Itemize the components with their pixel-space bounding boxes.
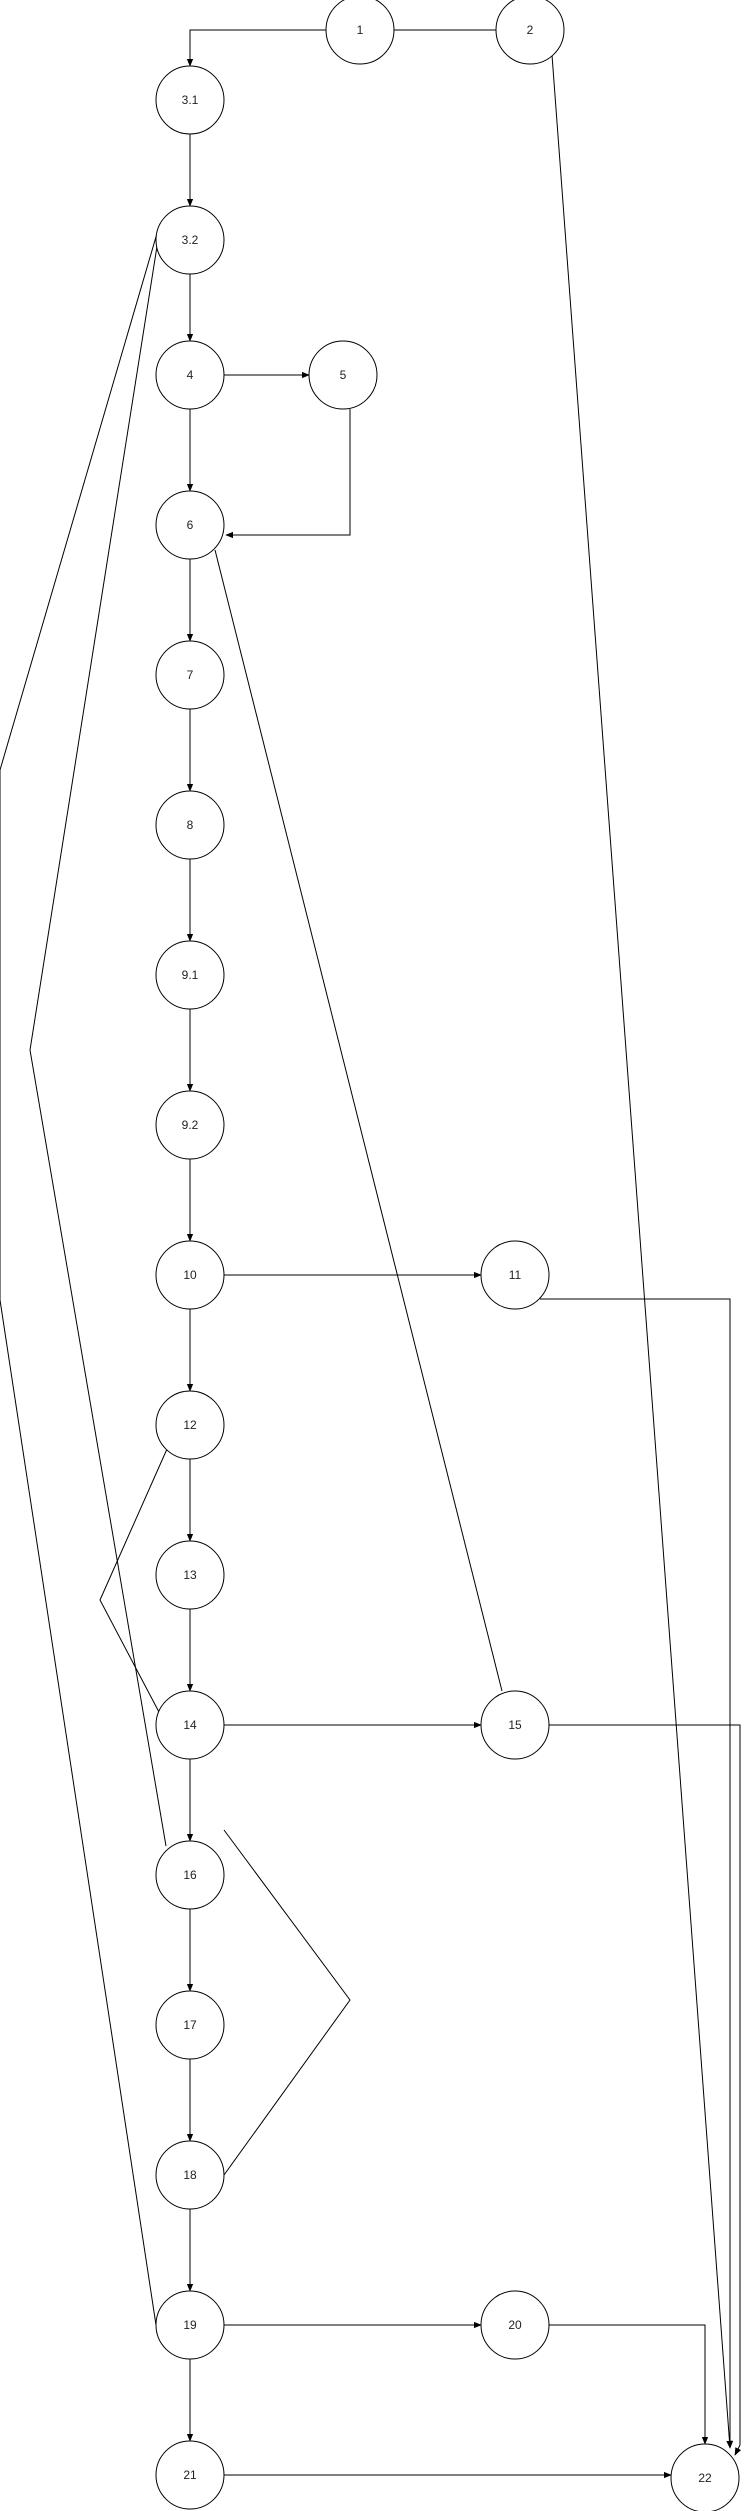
edge-2-to-22 xyxy=(551,54,733,2449)
node-label: 12 xyxy=(183,1418,197,1432)
node-circle xyxy=(155,1390,225,1460)
node-circle xyxy=(155,1990,225,2060)
node-8: 8 xyxy=(155,790,225,860)
node-label: 10 xyxy=(183,1268,197,1282)
node-circle xyxy=(155,940,225,1010)
node-label: 15 xyxy=(508,1718,522,1732)
edge-16-to-32 xyxy=(29,239,167,1847)
node-label: 8 xyxy=(187,818,194,832)
node-circle xyxy=(155,2440,225,2510)
node-label: 5 xyxy=(340,368,347,382)
node-label: 1 xyxy=(357,23,364,37)
node-1: 1 xyxy=(325,0,395,65)
edge-19-to-32 xyxy=(0,229,159,2326)
node-15: 15 xyxy=(480,1690,550,1760)
node-circle xyxy=(155,2140,225,2210)
node-11: 11 xyxy=(480,1240,550,1310)
edges-layer xyxy=(0,29,742,2479)
node-label: 14 xyxy=(183,1718,197,1732)
node-circle xyxy=(155,1840,225,1910)
node-circle xyxy=(495,0,565,65)
node-circle xyxy=(480,1690,550,1760)
node-10: 10 xyxy=(155,1240,225,1310)
node-circle xyxy=(155,340,225,410)
edge-15-to-6 xyxy=(214,549,503,1692)
node-circle xyxy=(155,490,225,560)
node-circle xyxy=(670,2443,740,2511)
edge-16-to-18 xyxy=(223,1829,351,2176)
edge-5-to-6 xyxy=(225,409,351,539)
node-19: 19 xyxy=(155,2290,225,2360)
node-label: 16 xyxy=(183,1868,197,1882)
node-circle xyxy=(155,640,225,710)
edge-1-to-31 xyxy=(186,29,326,67)
node-16: 16 xyxy=(155,1840,225,1910)
node-label: 7 xyxy=(187,668,194,682)
node-label: 13 xyxy=(183,1568,197,1582)
node-14: 14 xyxy=(155,1690,225,1760)
node-circle xyxy=(480,2290,550,2360)
node-label: 22 xyxy=(698,2471,712,2485)
node-label: 19 xyxy=(183,2318,197,2332)
node-9-2: 9.2 xyxy=(155,1090,225,1160)
node-label: 2 xyxy=(527,23,534,37)
edge-20-to-22 xyxy=(549,2324,709,2445)
node-4: 4 xyxy=(155,340,225,410)
node-circle xyxy=(155,1240,225,1310)
node-12: 12 xyxy=(155,1390,225,1460)
node-circle xyxy=(155,1540,225,1610)
node-5: 5 xyxy=(308,340,378,410)
node-9-1: 9.1 xyxy=(155,940,225,1010)
node-17: 17 xyxy=(155,1990,225,2060)
edge-15-to-22 xyxy=(549,1724,742,2456)
node-18: 18 xyxy=(155,2140,225,2210)
node-3-2: 3.2 xyxy=(155,205,225,275)
node-label: 9.1 xyxy=(182,968,199,982)
node-label: 9.2 xyxy=(182,1118,199,1132)
edge-12-to-14 xyxy=(99,1448,168,1715)
node-circle xyxy=(155,790,225,860)
node-label: 17 xyxy=(183,2018,197,2032)
node-label: 21 xyxy=(183,2468,197,2482)
node-7: 7 xyxy=(155,640,225,710)
node-label: 4 xyxy=(187,368,194,382)
node-label: 6 xyxy=(187,518,194,532)
node-circle xyxy=(480,1240,550,1310)
node-circle xyxy=(308,340,378,410)
node-circle xyxy=(155,1690,225,1760)
node-label: 3.2 xyxy=(182,233,199,247)
node-21: 21 xyxy=(155,2440,225,2510)
node-label: 18 xyxy=(183,2168,197,2182)
node-circle xyxy=(155,1090,225,1160)
node-3-1: 3.1 xyxy=(155,65,225,135)
node-label: 11 xyxy=(509,1268,522,1282)
node-22: 22 xyxy=(670,2443,740,2511)
node-13: 13 xyxy=(155,1540,225,1610)
node-circle xyxy=(155,2290,225,2360)
node-circle xyxy=(155,65,225,135)
edge-11-to-22 xyxy=(540,1298,734,2449)
node-label: 3.1 xyxy=(182,93,199,107)
node-2: 2 xyxy=(495,0,565,65)
node-20: 20 xyxy=(480,2290,550,2360)
node-circle xyxy=(155,205,225,275)
node-label: 20 xyxy=(508,2318,522,2332)
node-6: 6 xyxy=(155,490,225,560)
node-circle xyxy=(325,0,395,65)
